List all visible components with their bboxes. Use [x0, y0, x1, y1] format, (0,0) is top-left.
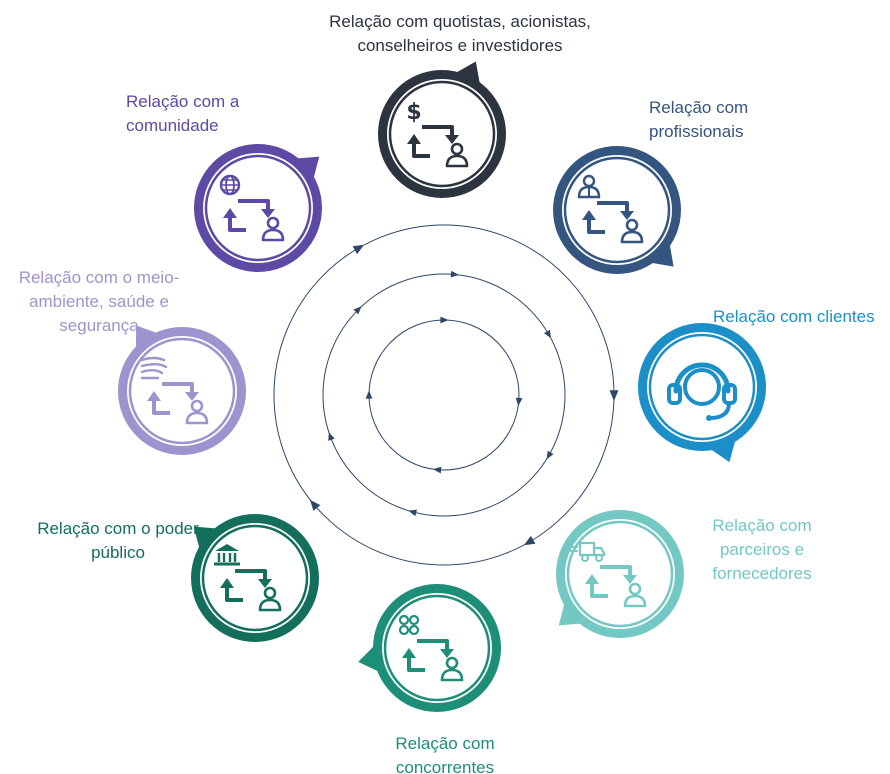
- svg-text:$: $: [406, 100, 421, 125]
- person-icon: [623, 582, 647, 608]
- ring-arrowhead: [523, 535, 536, 546]
- dollar-icon: $: [406, 100, 421, 125]
- headset-icon: [667, 362, 737, 421]
- ring-arrowhead: [546, 450, 554, 460]
- flow-arrow-right: [597, 201, 629, 212]
- ring-arrowhead: [352, 244, 365, 255]
- person-icon: [258, 586, 282, 612]
- flow-arrow-left: [152, 399, 170, 415]
- person-icon: [440, 656, 464, 682]
- flow-arrow-left: [228, 216, 246, 232]
- flow-arrow-left: [412, 142, 430, 158]
- ring-arrowhead: [365, 390, 373, 399]
- person-icon: [185, 399, 209, 425]
- ring-1: [273, 224, 615, 566]
- ring-arrowhead: [515, 397, 523, 406]
- node-fornecedores: [556, 510, 684, 638]
- label-clientes: Relação com clientes: [713, 307, 875, 326]
- node-investidores: $: [378, 61, 506, 198]
- ring-arrowhead: [450, 270, 459, 278]
- flow-arrow-left: [225, 586, 243, 602]
- truck-icon: [570, 541, 606, 562]
- node-clientes: [638, 323, 766, 463]
- ring-arrowhead: [353, 306, 362, 315]
- ring-3: [368, 319, 520, 471]
- flow-arrow-right: [600, 565, 632, 576]
- flow-arrow-right: [162, 382, 194, 393]
- ring-arrowhead: [433, 466, 442, 474]
- flow-arrow-right: [422, 125, 454, 136]
- shapes-icon: [398, 614, 420, 636]
- concentric-rings: [273, 224, 619, 566]
- flow-arrow-left: [407, 656, 425, 672]
- ring-arrowhead: [408, 509, 418, 517]
- government-building-icon: [214, 544, 240, 566]
- person-icon: [261, 216, 285, 242]
- person-icon: [620, 218, 644, 244]
- flow-arrow-right: [235, 569, 267, 580]
- ring-arrowhead: [544, 329, 552, 339]
- ring-arrowhead: [609, 390, 619, 401]
- flow-arrow-right: [238, 199, 270, 210]
- flow-arrow-right: [417, 639, 449, 650]
- ring-arrowhead: [328, 432, 335, 441]
- person-icon: [445, 142, 469, 168]
- flow-arrow-left: [587, 218, 605, 234]
- ring-arrowhead: [440, 316, 449, 324]
- globe-icon: [219, 174, 241, 196]
- node-comunidade: [194, 144, 322, 272]
- label-investidores: Relação com quotistas, acionistas,consel…: [329, 12, 591, 55]
- ring-2: [322, 273, 566, 517]
- node-profissionais: [553, 146, 681, 274]
- node-meio-ambiente: [118, 325, 246, 455]
- wind-icon: [140, 356, 168, 380]
- ring-arrowhead: [309, 499, 321, 511]
- professional-icon: [577, 174, 601, 199]
- node-concorrentes: [358, 584, 501, 712]
- flow-arrow-left: [590, 582, 608, 598]
- node-poder-publico: [191, 514, 319, 642]
